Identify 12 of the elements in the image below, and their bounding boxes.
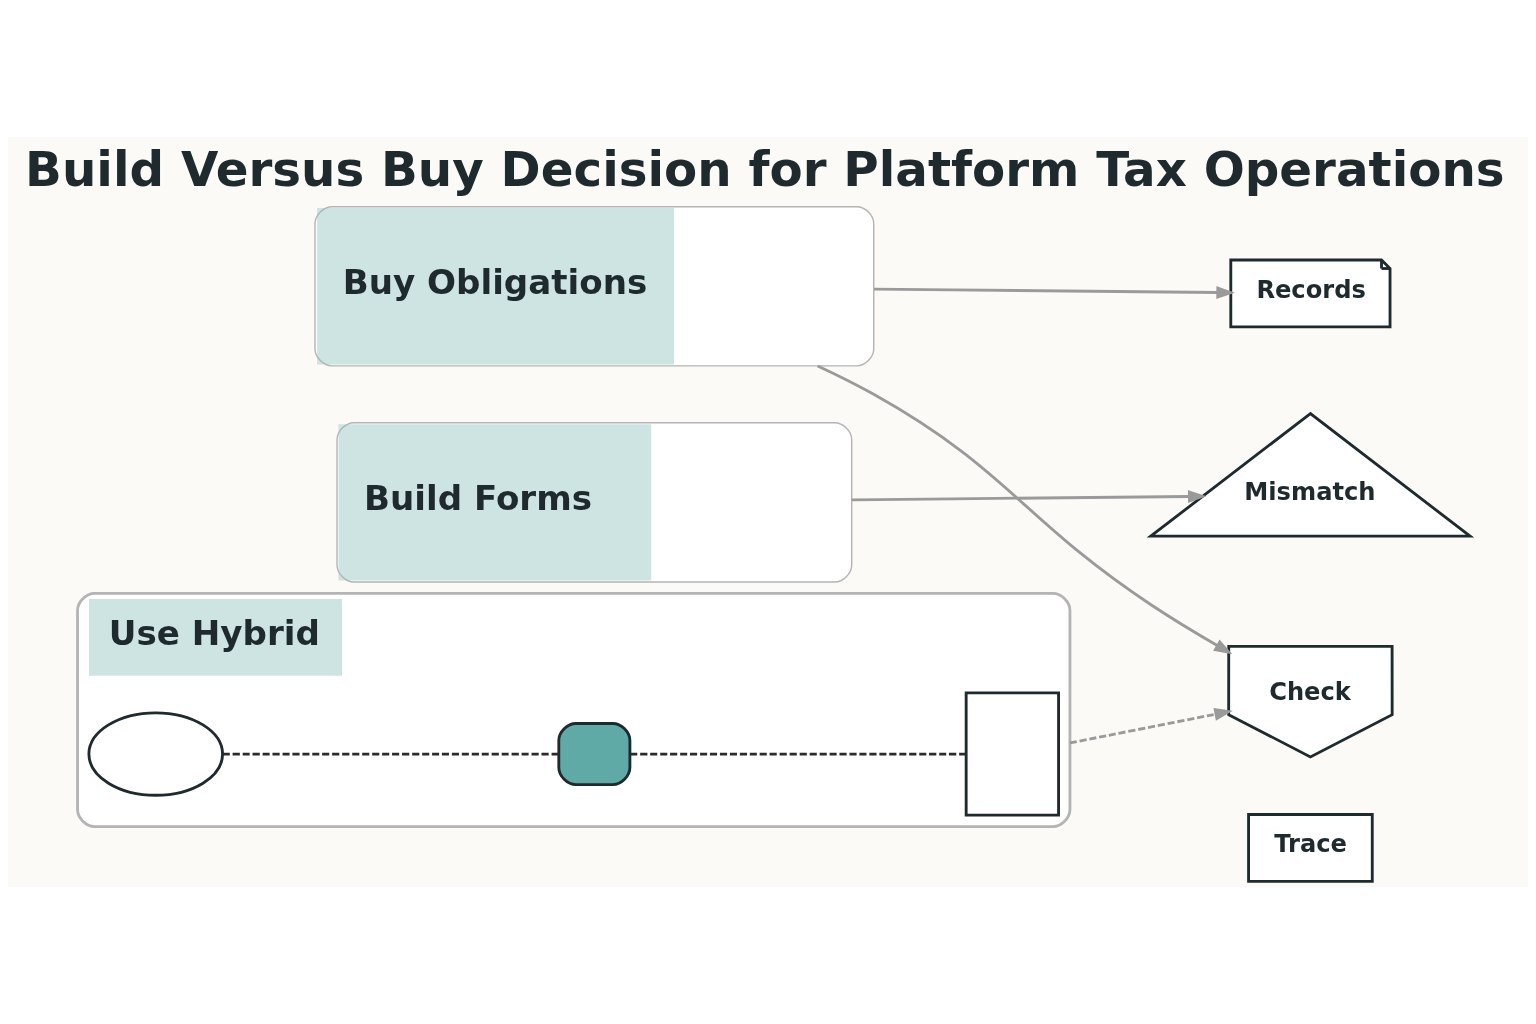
arrow xyxy=(874,286,1235,299)
node-box xyxy=(964,691,1060,817)
node-cloud xyxy=(87,711,224,797)
connector xyxy=(222,752,559,756)
cluster: Use Hybrid xyxy=(76,592,1072,828)
arrow xyxy=(851,490,1207,503)
node-box xyxy=(557,722,632,787)
diagram-title: Build Versus Buy Decision for Platform Tax Operations xyxy=(25,140,1505,197)
arrow xyxy=(817,364,1233,655)
arrow xyxy=(1069,708,1233,745)
connector xyxy=(630,752,966,756)
node-box: Trace xyxy=(1247,813,1374,883)
